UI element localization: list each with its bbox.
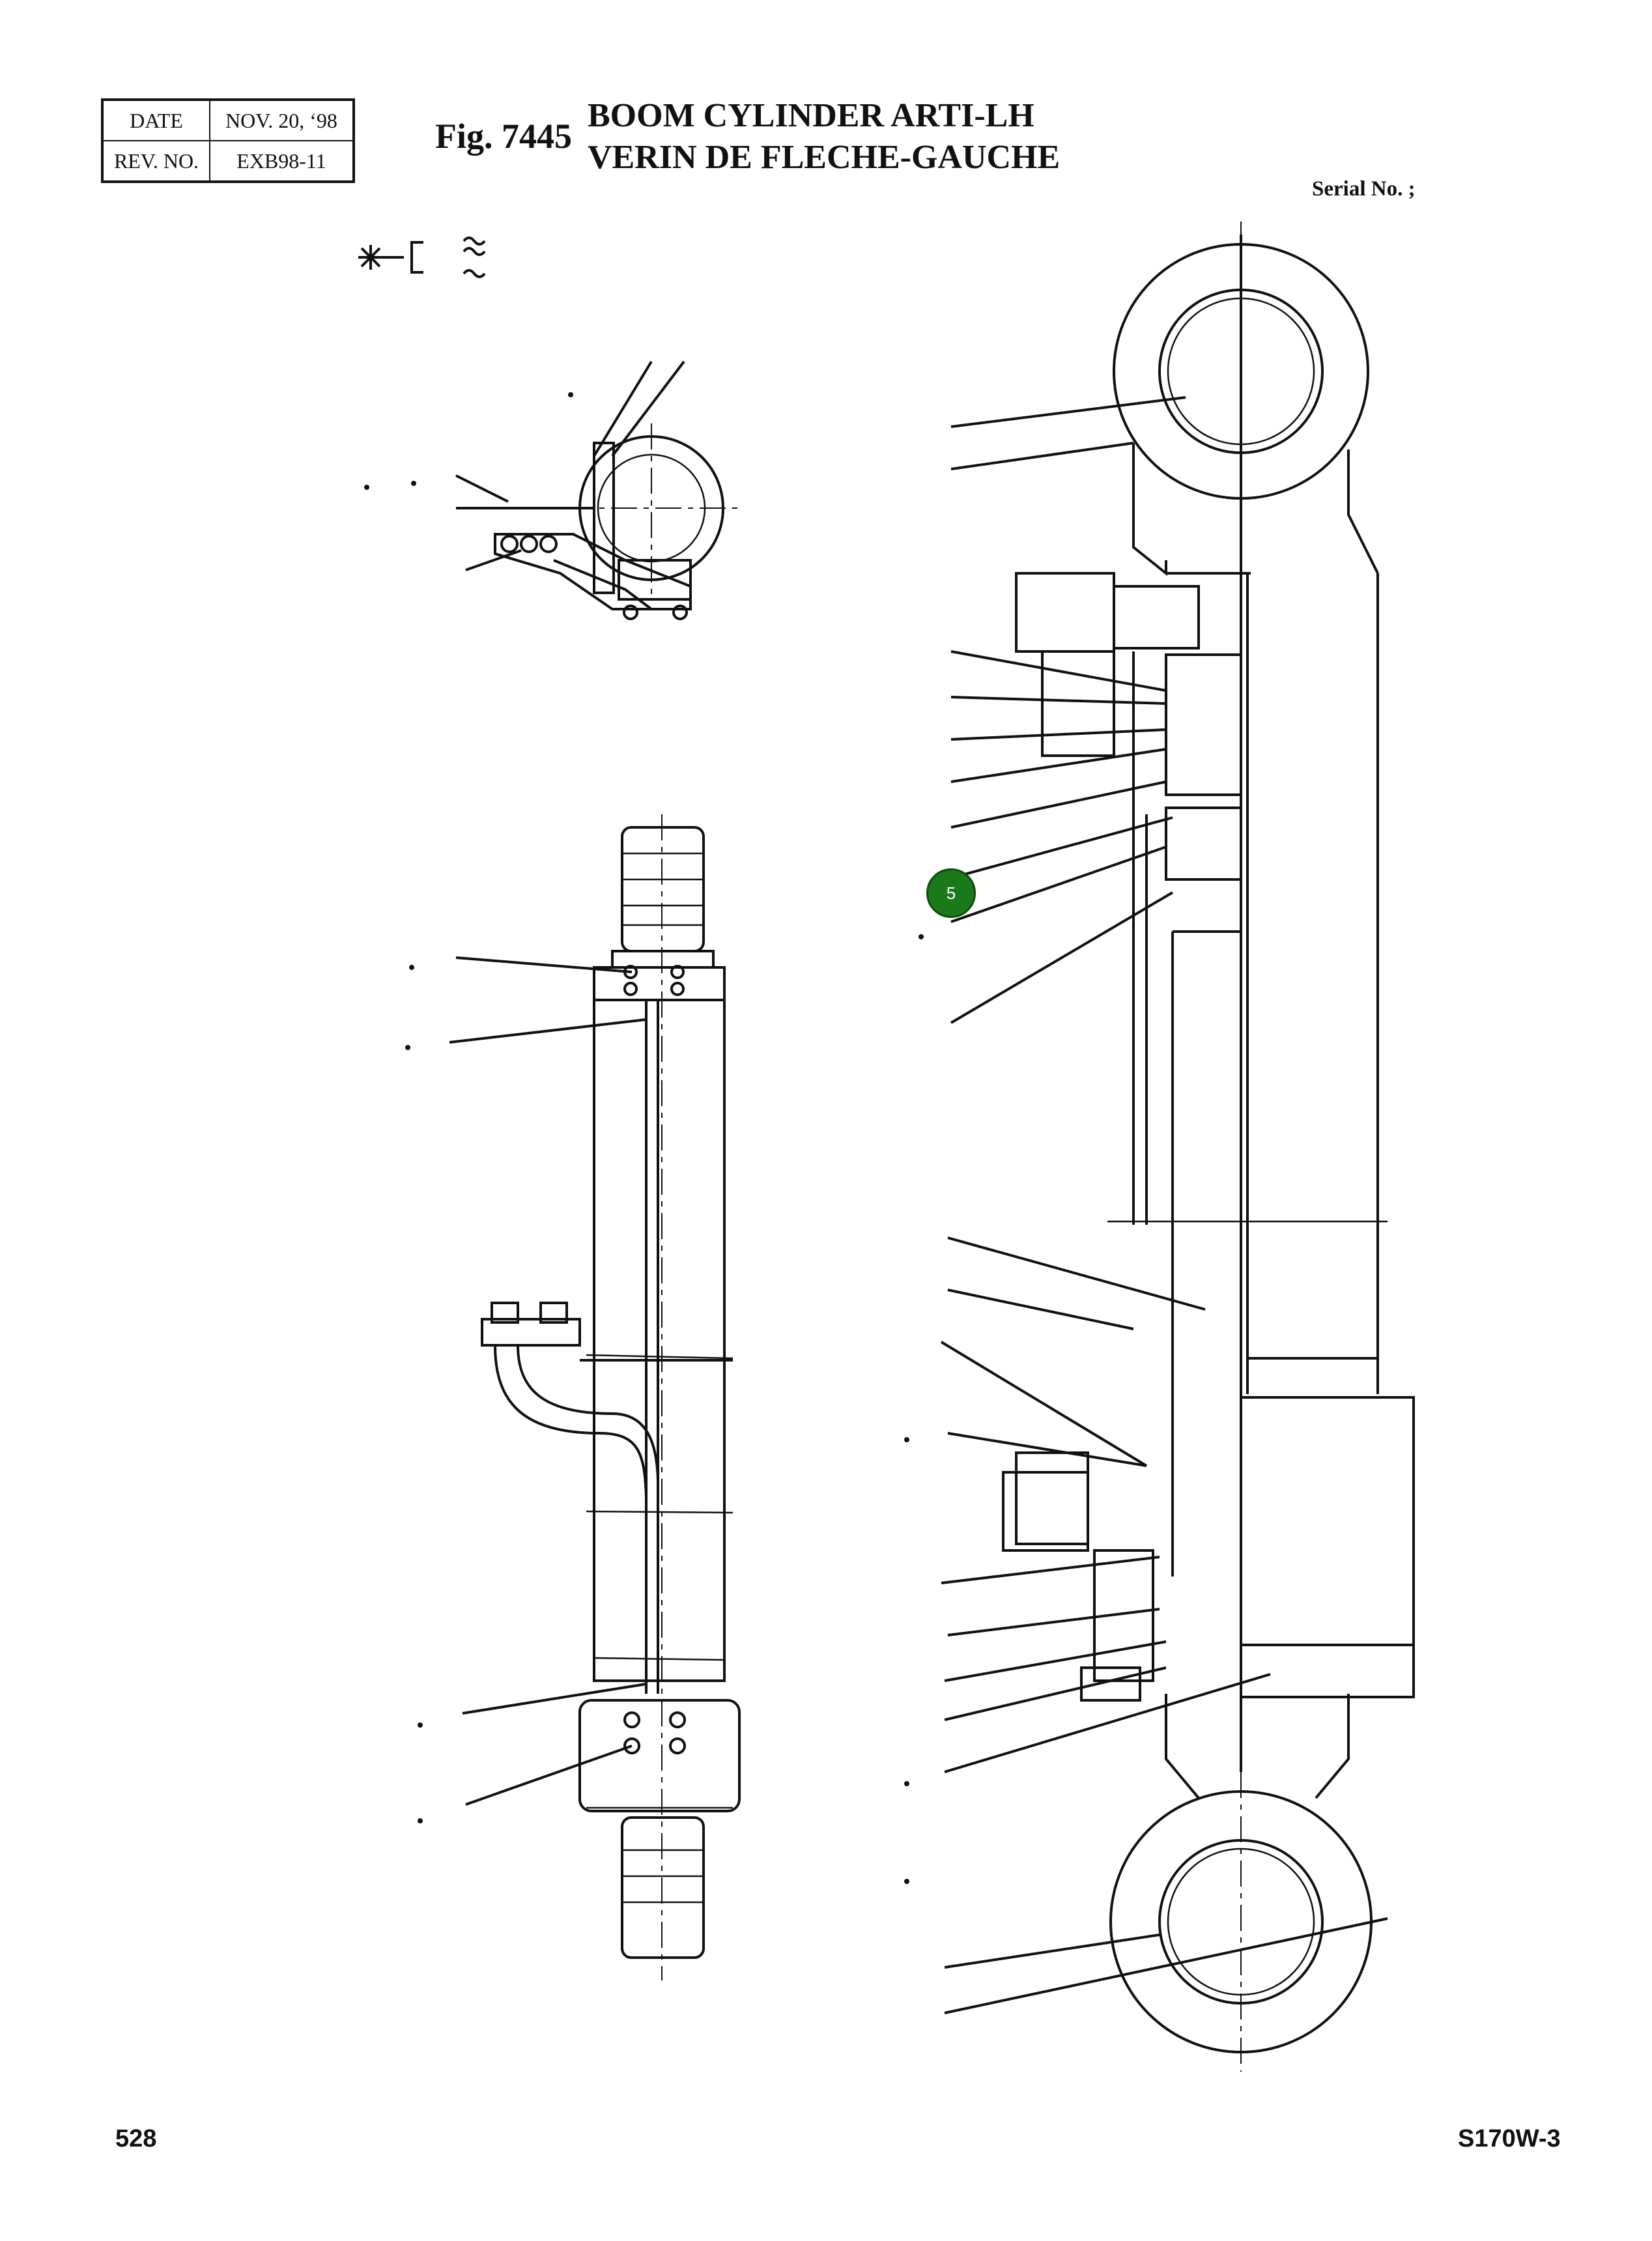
leader-line bbox=[947, 1236, 1206, 1311]
cylinder-section-view bbox=[1002, 221, 1415, 2072]
leader-line bbox=[455, 956, 633, 973]
leader-line bbox=[957, 816, 1173, 878]
leader-line bbox=[944, 1934, 1160, 1969]
legend-symbol bbox=[358, 236, 486, 278]
leader-line bbox=[950, 650, 1167, 692]
leader-line bbox=[950, 891, 1174, 1024]
leader-line bbox=[449, 1018, 647, 1044]
reference-mark bbox=[904, 1437, 909, 1442]
reference-mark bbox=[411, 481, 416, 486]
leader-line bbox=[947, 1289, 1134, 1330]
leader-line bbox=[950, 748, 1167, 783]
reference-mark bbox=[904, 1879, 909, 1884]
leader-line bbox=[455, 474, 509, 503]
date-label: DATE bbox=[102, 99, 210, 141]
leader-line bbox=[944, 1917, 1388, 2014]
reference-mark bbox=[418, 1818, 423, 1823]
title-english: BOOM CYLINDER ARTI-LH bbox=[588, 97, 1034, 134]
reference-mark bbox=[919, 934, 924, 939]
model-code: S170W-3 bbox=[1458, 2125, 1561, 2152]
callout-marker[interactable]: 5 bbox=[926, 868, 976, 918]
figure-title: BOOM CYLINDER ARTI-LH VERIN DE FLECHE-GA… bbox=[588, 95, 1060, 178]
leader-line bbox=[941, 1556, 1160, 1584]
reference-mark bbox=[409, 965, 414, 970]
leader-line bbox=[950, 696, 1167, 705]
serial-number-label: Serial No. ; bbox=[1312, 177, 1416, 201]
cylinder-side-view bbox=[481, 814, 741, 1980]
leader-line bbox=[944, 1666, 1167, 1721]
date-value: NOV. 20, ‘98 bbox=[209, 99, 354, 141]
leader-line bbox=[940, 1341, 1148, 1467]
leader-line bbox=[947, 1432, 1147, 1467]
leader-line bbox=[944, 1673, 1271, 1773]
leader-line bbox=[465, 1745, 633, 1806]
page-number: 528 bbox=[115, 2125, 157, 2152]
leader-line bbox=[465, 549, 522, 571]
figure-number: Fig. 7445 bbox=[435, 117, 572, 156]
revision-table: DATE NOV. 20, ‘98 REV. NO. EXB98-11 bbox=[101, 98, 355, 183]
reference-mark bbox=[904, 1781, 909, 1786]
leader-line bbox=[950, 442, 1134, 470]
title-french: VERIN DE FLECHE-GAUCHE bbox=[588, 139, 1061, 176]
reference-mark bbox=[364, 485, 369, 490]
leader-line bbox=[462, 1683, 647, 1715]
rev-label: REV. NO. bbox=[102, 140, 210, 182]
leader-line bbox=[950, 728, 1167, 741]
leader-line bbox=[950, 846, 1167, 923]
bracket-detail-view bbox=[494, 360, 743, 620]
leader-line bbox=[950, 780, 1167, 829]
rev-value: EXB98-11 bbox=[209, 140, 354, 182]
reference-mark bbox=[405, 1045, 410, 1050]
reference-mark bbox=[418, 1722, 423, 1728]
leader-line bbox=[950, 396, 1186, 428]
leader-line bbox=[944, 1640, 1167, 1682]
reference-mark bbox=[568, 392, 573, 397]
leader-line bbox=[947, 1608, 1160, 1636]
